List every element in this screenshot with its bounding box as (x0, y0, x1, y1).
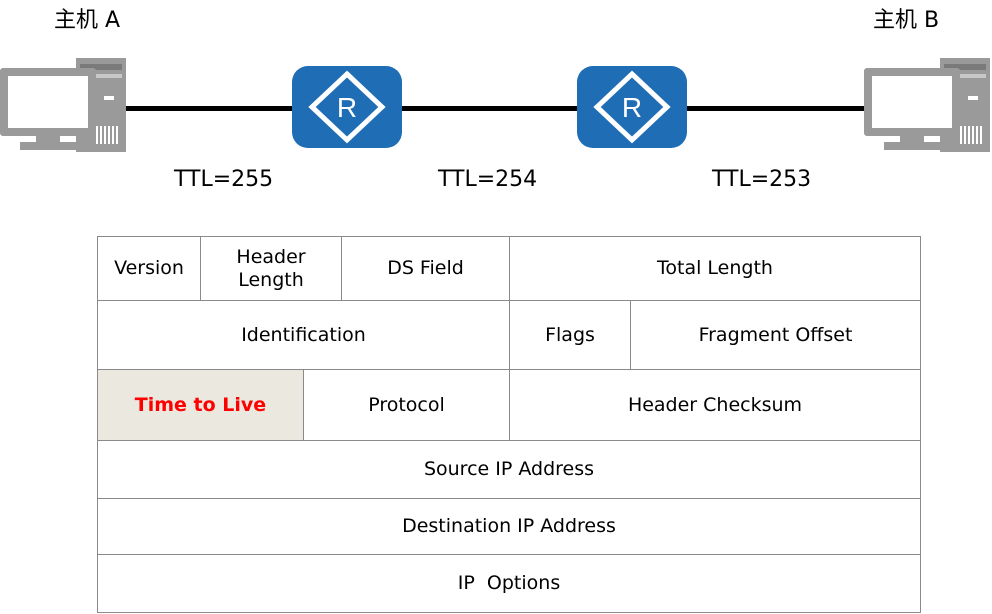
ttl-label-hop-1: TTL=255 (174, 167, 274, 192)
version-field: Version (98, 237, 201, 301)
router-1-icon: R (292, 66, 402, 148)
identification-field: Identification (98, 301, 510, 370)
destination-ip-field: Destination IP Address (98, 499, 920, 555)
host-b-label: 主机 B (873, 8, 940, 33)
ds-field: DS Field (342, 237, 510, 301)
time-to-live-field: Time to Live (98, 370, 304, 441)
router-2-icon: R (577, 66, 687, 148)
host-a-label: 主机 A (54, 8, 121, 33)
header-checksum-field: Header Checksum (510, 370, 920, 441)
host-b-computer-icon (864, 58, 990, 152)
router-2-glyph: R (622, 92, 642, 123)
ttl-label-hop-3: TTL=253 (712, 167, 812, 192)
link-host-a-router-1 (118, 106, 298, 111)
router-1-glyph: R (337, 92, 357, 123)
link-router-1-router-2 (398, 106, 580, 111)
header-length-field: Header Length (201, 237, 342, 301)
fragment-offset-field: Fragment Offset (631, 301, 920, 370)
ttl-label-hop-2: TTL=254 (438, 167, 538, 192)
host-a-computer-icon (0, 58, 126, 152)
protocol-field: Protocol (304, 370, 510, 441)
total-length-field: Total Length (510, 237, 920, 301)
flags-field: Flags (510, 301, 631, 370)
ip-header-table: Version Header Length DS Field Total Len… (97, 236, 921, 613)
source-ip-field: Source IP Address (98, 441, 920, 499)
link-router-2-host-b (684, 106, 870, 111)
ip-options-field: IP Options (457, 572, 561, 594)
